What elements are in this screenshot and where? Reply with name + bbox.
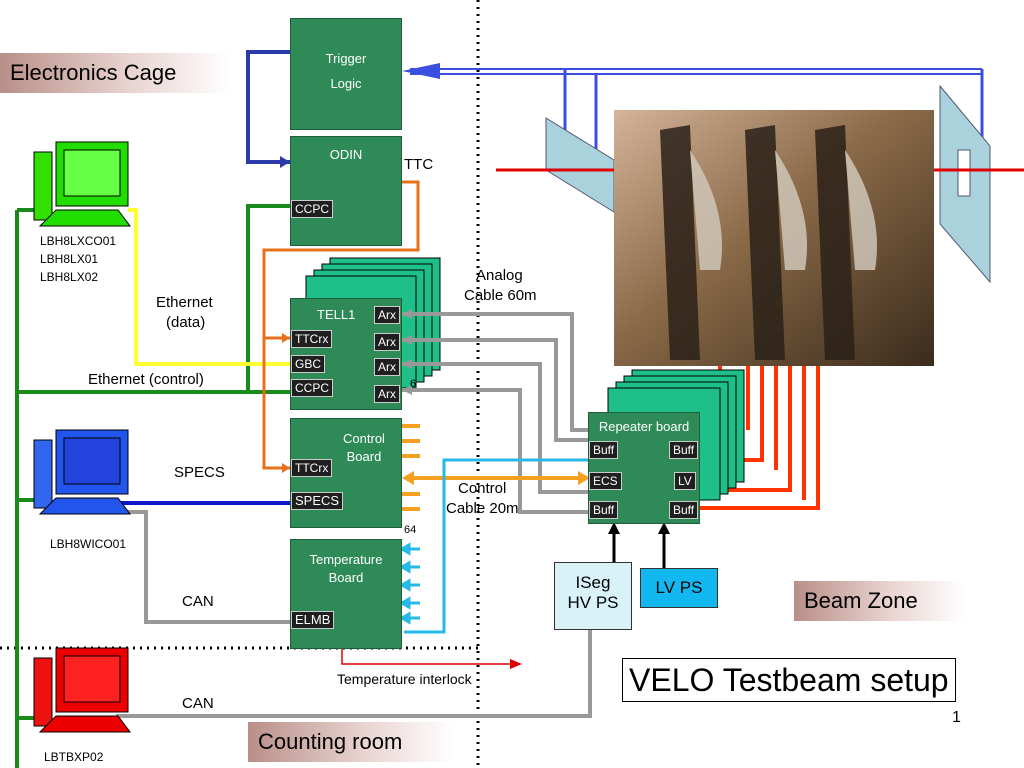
iseg-line1: ISeg — [575, 573, 611, 592]
repeater-lv-chip: LV — [674, 472, 696, 490]
ttc-line — [262, 180, 420, 470]
tell1-arx-chip-1: Arx — [374, 306, 400, 324]
control-board-outputs — [402, 424, 420, 511]
temperature-board-line2: Board — [328, 570, 364, 585]
can-line-2 — [116, 630, 592, 718]
velo-module-sensors — [660, 125, 877, 360]
repeater-board-label: Repeater board — [598, 419, 690, 434]
ethernet-control-line — [17, 204, 290, 394]
ethernet-data-label-2: (data) — [166, 314, 206, 331]
analog-cable-3 — [400, 362, 588, 494]
control-cable-arrow-right — [578, 471, 590, 485]
computer-red — [33, 647, 131, 733]
ttc-label: TTC — [404, 156, 434, 173]
specs-label: SPECS — [174, 464, 225, 481]
computer-blue — [33, 429, 131, 515]
temperature-elmb-chip: ELMB — [291, 611, 335, 629]
tell1-ccpc-chip: CCPC — [291, 379, 334, 397]
odin-ccpc-chip: CCPC — [291, 200, 334, 218]
temperature-interlock-arrow — [510, 659, 522, 669]
trigger-return-arrow — [402, 63, 440, 79]
repeater-buff-chip-2: Buff — [669, 441, 699, 459]
lv-ps-box: LV PS — [640, 568, 718, 608]
control-cable-label-2: Cable 20m — [446, 500, 519, 517]
tell1-arx-chip-4: Arx — [374, 385, 400, 403]
control-count-label: 64 — [404, 524, 417, 536]
green-pc-name-2: LBH8LX01 — [40, 252, 99, 266]
ttc-arrow-tell1 — [282, 333, 290, 343]
green-pc-name-1: LBH8LXCO01 — [40, 234, 117, 248]
ttc-arrow-control — [282, 463, 290, 473]
iseg-arrow-head — [608, 522, 620, 534]
can-label-1: CAN — [182, 593, 214, 610]
repeater-buff-chip-1: Buff — [589, 441, 619, 459]
analog-cable-label-1: Analog — [476, 267, 523, 284]
trigger-logic-line1: Trigger — [325, 51, 367, 66]
iseg-line2: HV PS — [567, 593, 619, 612]
green-pc-name-3: LBH8LX02 — [40, 270, 99, 284]
repeater-buff-chip-3: Buff — [589, 501, 619, 519]
odin-box: ODIN — [290, 136, 402, 246]
blue-pc-name: LBH8WICO01 — [50, 537, 127, 551]
temperature-board-box: Temperature Board — [290, 539, 402, 649]
scintillator-window — [957, 149, 971, 197]
analog-cable-label-2: Cable 60m — [464, 287, 537, 304]
tell1-ttcrx-chip: TTCrx — [291, 330, 333, 348]
trigger-loop-line — [246, 50, 290, 164]
diagram-title: VELO Testbeam setup — [622, 658, 956, 702]
can-label-2: CAN — [182, 695, 214, 712]
zone-counting-room: Counting room — [248, 722, 453, 762]
temperature-board-line1: Temperature — [309, 552, 383, 567]
computer-green — [33, 141, 131, 227]
zone-electronics-cage: Electronics Cage — [0, 53, 230, 93]
repeater-ecs-chip: ECS — [589, 472, 622, 490]
temperature-interlock-line — [341, 648, 512, 665]
tell1-gbc-chip: GBC — [291, 355, 326, 373]
hv-cable-5 — [700, 366, 792, 492]
control-cable-label-1: Control — [458, 480, 507, 497]
scintillator-left — [545, 117, 615, 213]
ethernet-data-label-1: Ethernet — [156, 294, 213, 311]
temperature-board-inputs — [398, 542, 420, 625]
lvps-arrow-head — [658, 522, 670, 534]
tell1-label: TELL1 — [317, 307, 356, 322]
tell1-count-label: 6 — [410, 378, 417, 390]
analog-arrow-1 — [402, 309, 412, 319]
iseg-hv-ps-box: ISeg HV PS — [554, 562, 632, 630]
analog-arrow-4 — [402, 385, 412, 395]
can-line-1 — [128, 510, 290, 624]
red-pc-name: LBTBXP02 — [44, 750, 104, 764]
control-specs-chip: SPECS — [291, 492, 344, 510]
control-board-line2: Board — [346, 449, 382, 464]
trigger-loop-arrow — [280, 156, 290, 168]
temperature-interlock-label: Temperature interlock — [337, 671, 472, 687]
ethernet-data-line — [128, 208, 290, 366]
ethernet-control-label: Ethernet (control) — [88, 371, 204, 388]
control-cable-arrow-left — [402, 471, 414, 485]
page-number: 1 — [952, 709, 961, 726]
zone-beam: Beam Zone — [794, 581, 964, 621]
repeater-buff-chip-4: Buff — [669, 501, 699, 519]
control-board-line1: Control — [343, 431, 385, 446]
trigger-logic-box: Trigger Logic — [290, 18, 402, 130]
temperature-cable — [404, 458, 590, 634]
odin-label: ODIN — [329, 147, 363, 162]
hv-cable-7 — [700, 366, 820, 510]
tell1-arx-chip-2: Arx — [374, 333, 400, 351]
control-ttcrx-chip: TTCrx — [291, 459, 333, 477]
analog-cable-4 — [400, 388, 588, 514]
analog-arrow-2 — [402, 335, 412, 345]
trigger-logic-line2: Logic — [330, 76, 362, 91]
analog-cable-1 — [400, 312, 588, 432]
analog-arrow-3 — [402, 359, 412, 369]
tell1-arx-chip-3: Arx — [374, 358, 400, 376]
analog-cable-2 — [400, 338, 588, 442]
